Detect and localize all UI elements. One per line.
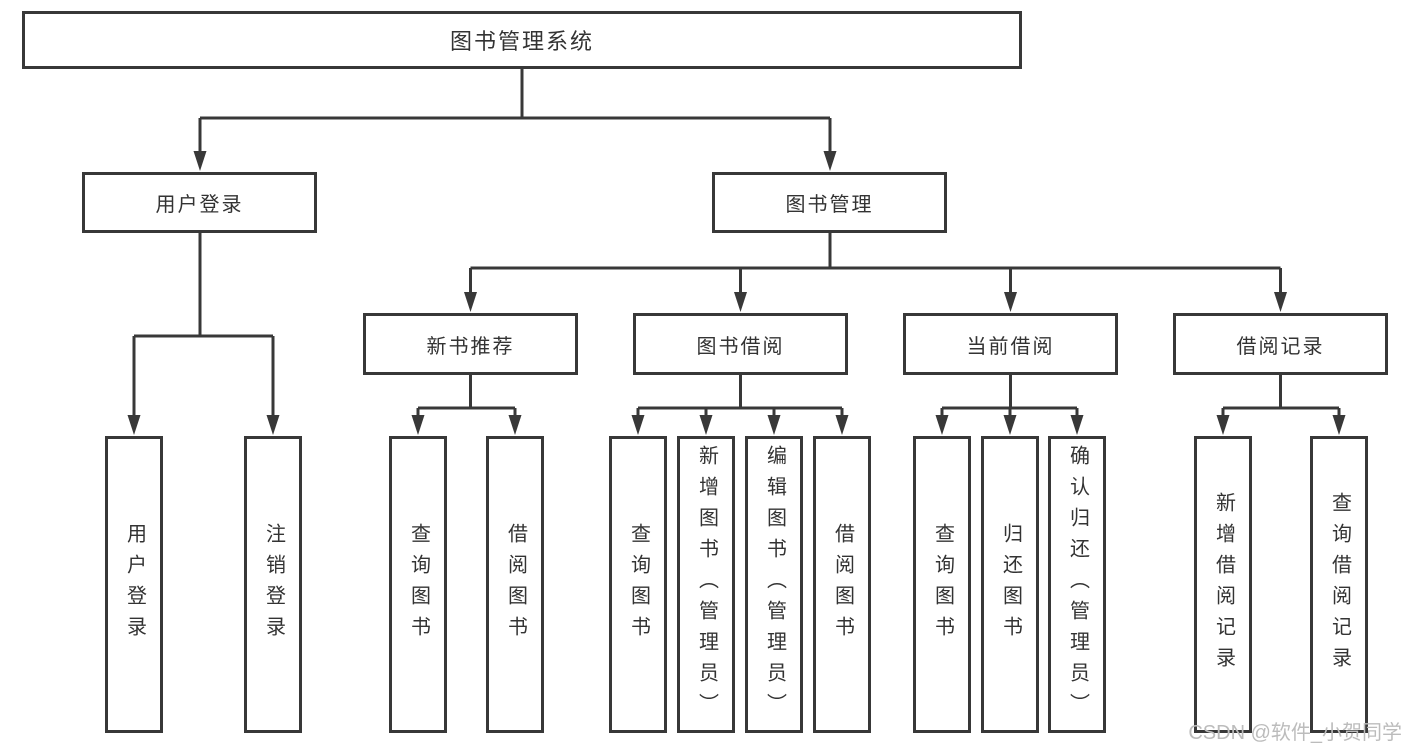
leaf-borrow-borrow-books: 借阅图书 [813, 436, 871, 733]
node-label: 图书借阅 [696, 335, 785, 358]
leaf-current-return-books: 归还图书 [981, 436, 1039, 733]
node-borrow-records: 借阅记录 [1173, 313, 1388, 375]
leaf-borrow-add-books-admin: 新增图书（管理员） [677, 436, 735, 733]
leaf-borrow-edit-books-admin: 编辑图书（管理员） [745, 436, 803, 733]
node-book-management: 图书管理 [712, 172, 947, 233]
leaf-newbook-query-books: 查询图书 [389, 436, 447, 733]
node-label: 归还图书 [999, 522, 1022, 647]
node-label: 借阅图书 [504, 522, 527, 647]
node-label: 新增借阅记录 [1212, 491, 1235, 678]
node-library-system-root: 图书管理系统 [22, 11, 1022, 69]
node-book-borrow: 图书借阅 [633, 313, 848, 375]
leaf-records-query-record: 查询借阅记录 [1310, 436, 1368, 733]
node-label: 新书推荐 [426, 335, 515, 358]
node-user-login: 用户登录 [82, 172, 317, 233]
leaf-newbook-borrow-books: 借阅图书 [486, 436, 544, 733]
node-label: 确认归还（管理员） [1066, 445, 1089, 724]
node-label: 借阅记录 [1236, 335, 1325, 358]
leaf-logout: 注销登录 [244, 436, 302, 733]
node-label: 查询图书 [407, 522, 430, 647]
node-label: 借阅图书 [831, 522, 854, 647]
leaf-borrow-query-books: 查询图书 [609, 436, 667, 733]
node-label: 新增图书（管理员） [695, 445, 718, 724]
leaf-records-add-record: 新增借阅记录 [1194, 436, 1252, 733]
leaf-current-query-books: 查询图书 [913, 436, 971, 733]
node-label: 查询借阅记录 [1328, 491, 1351, 678]
node-label: 查询图书 [627, 522, 650, 647]
leaf-current-confirm-return-admin: 确认归还（管理员） [1048, 436, 1106, 733]
node-label: 图书管理 [785, 194, 874, 216]
leaf-user-login: 用户登录 [105, 436, 163, 733]
node-label: 编辑图书（管理员） [763, 445, 786, 724]
node-label: 用户登录 [123, 522, 146, 647]
node-label: 查询图书 [931, 522, 954, 647]
node-label: 图书管理系统 [449, 29, 594, 54]
node-current-borrow: 当前借阅 [903, 313, 1118, 375]
node-label: 注销登录 [262, 522, 285, 647]
arrowheads [127, 151, 1346, 435]
node-label: 用户登录 [155, 194, 244, 216]
node-label: 当前借阅 [966, 335, 1055, 358]
node-new-book-recommend: 新书推荐 [363, 313, 578, 375]
